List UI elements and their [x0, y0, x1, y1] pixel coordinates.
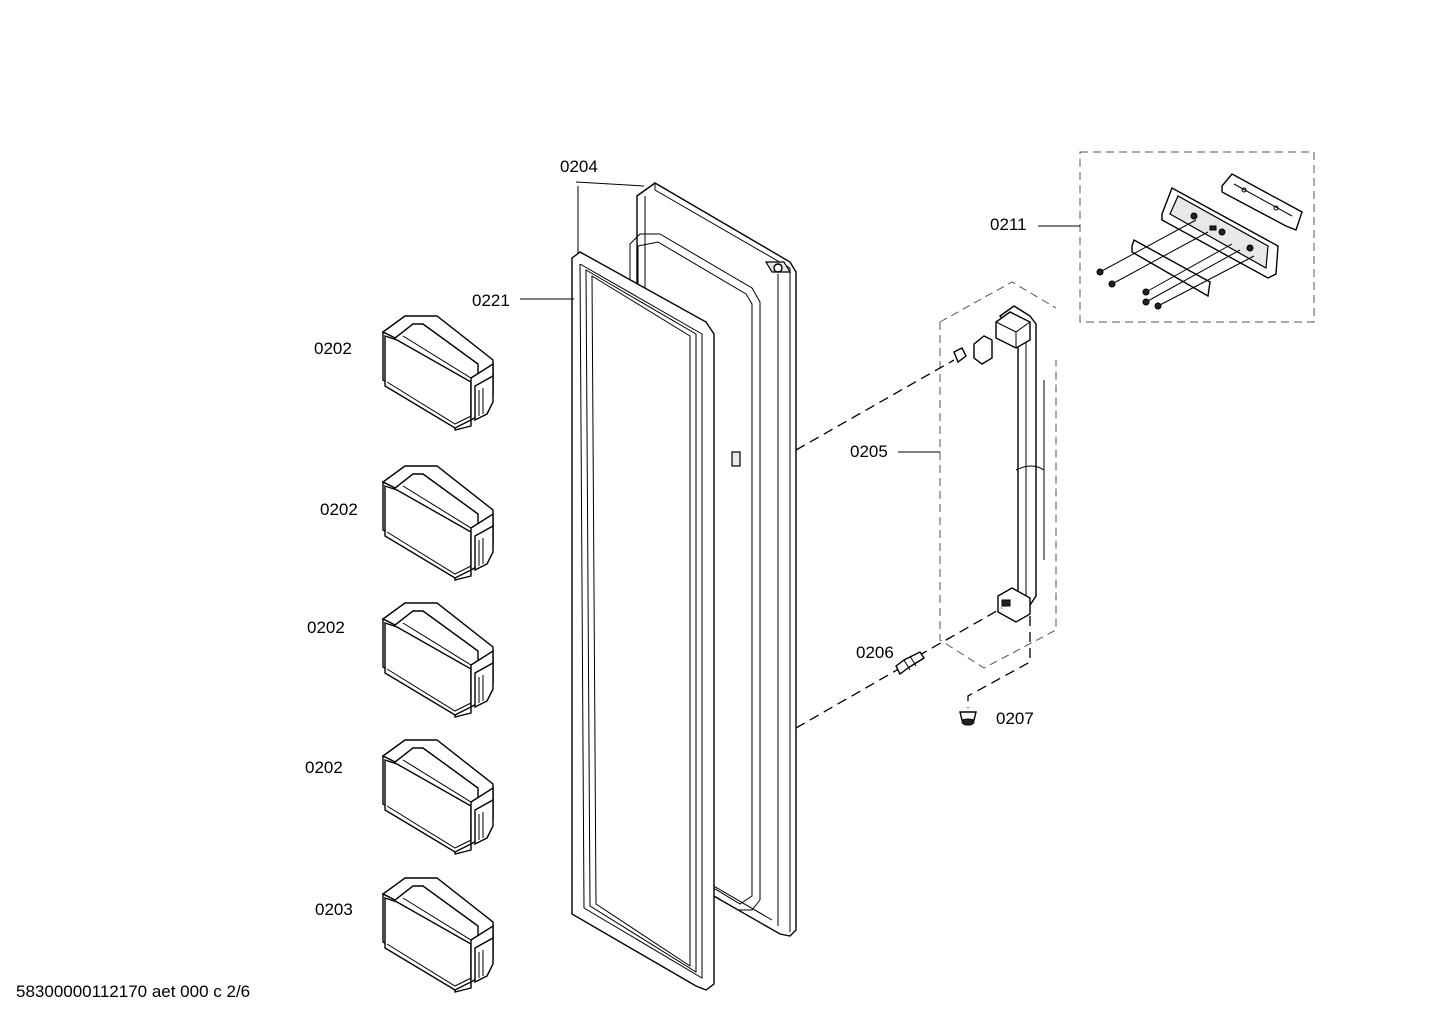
door-bin-2 [382, 465, 494, 581]
drawing-reference: 58300000112170 aet 000 c 2/6 [16, 982, 250, 1001]
label-shelf-1: 0202 [314, 339, 352, 358]
label-door: 0204 [560, 157, 598, 176]
label-handle-kit: 0211 [990, 215, 1027, 234]
door-handle [939, 281, 1057, 669]
handle-kit [1079, 151, 1315, 323]
label-gasket: 0221 [472, 291, 510, 310]
door-bin-3 [382, 602, 494, 718]
assembly-line-handle [917, 607, 1003, 657]
label-screw-0206: 0206 [856, 643, 894, 662]
label-shelf-2: 0202 [320, 500, 358, 519]
screw-0207 [959, 711, 977, 726]
screw-0206 [895, 651, 925, 676]
door-bin-4 [382, 739, 494, 855]
label-shelf-5: 0203 [315, 900, 353, 919]
label-shelf-4: 0202 [305, 758, 343, 777]
label-shelf-3: 0202 [307, 618, 345, 637]
assembly-line-top [795, 359, 955, 451]
assembly-line-bottom [795, 665, 905, 729]
door-bin-1 [382, 315, 494, 431]
label-screw-0207: 0207 [996, 709, 1034, 728]
door-gasket [571, 251, 715, 991]
label-handle: 0205 [850, 442, 888, 461]
assembly-line-screw [967, 616, 1031, 708]
leader-door [575, 181, 645, 254]
door-bin-5 [382, 877, 494, 993]
